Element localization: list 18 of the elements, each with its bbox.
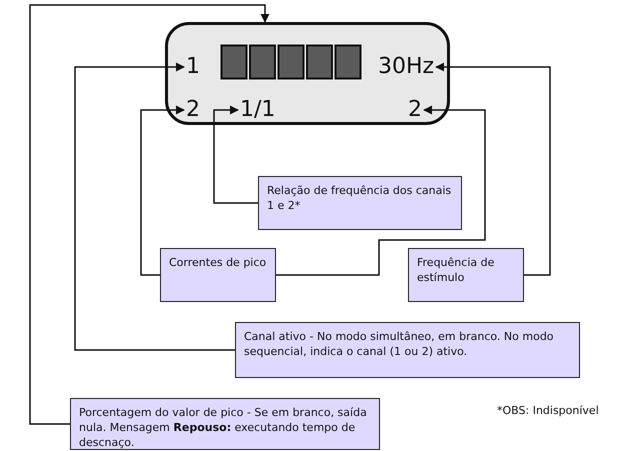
leader-line	[276, 106, 486, 276]
leader-line	[29, 4, 270, 425]
channel-digit: 1	[184, 55, 202, 79]
callout-box: Frequência de estímulo	[408, 248, 524, 302]
display-panel	[165, 22, 450, 125]
frequency-readout: 30Hz	[376, 55, 436, 79]
callout-box: Correntes de pico	[160, 248, 276, 302]
callout-box: Porcentagem do valor de pico - Se em branco, saída nula. Mensagem Repouso: executando tempo de descnaço.	[70, 398, 380, 450]
leader-line	[140, 106, 185, 276]
leader-line	[213, 106, 258, 204]
leader-line	[435, 62, 551, 276]
current-digit: 2	[184, 98, 202, 122]
callout-box: Canal ativo - No modo simultâneo, em branco. No modo sequencial, indica o canal (1 ou 2) ativo.	[235, 322, 580, 378]
footnote: *OBS: Indisponível	[497, 403, 599, 418]
ratio-readout: 1/1	[238, 98, 278, 122]
callout-box: Relação de frequência dos canais 1 e 2*	[258, 176, 462, 230]
leader-line	[74, 62, 235, 351]
current-digit: 2	[406, 98, 424, 122]
